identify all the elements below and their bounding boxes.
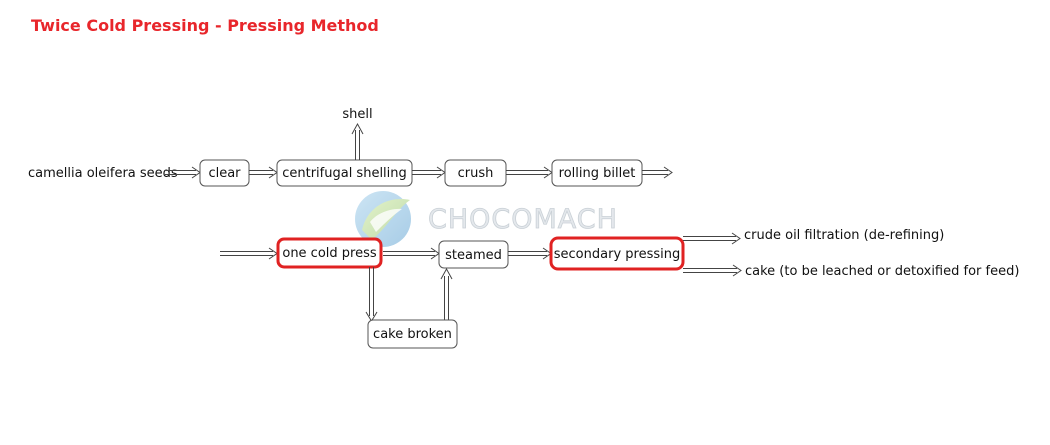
arrow-rolling-out [642,166,673,179]
step-cake-broken-label: cake broken [373,327,452,342]
step-rolling-billet: rolling billet [551,159,643,187]
arrow-to-shell [351,122,364,160]
cake-label: cake (to be leached or detoxified for fe… [745,264,1019,279]
diagram-title: Twice Cold Pressing - Pressing Method [31,16,379,35]
step-clear: clear [199,159,250,187]
arrow-clear-to-shelling [249,166,278,179]
watermark-text: CHOCOMACH [428,204,618,235]
arrow-to-cake [683,264,742,277]
arrow-crush-to-rolling [506,166,553,179]
arrow-into-cold-press [220,247,278,260]
step-one-cold-press: one cold press [276,237,383,269]
watermark-logo [355,191,411,247]
step-crush: crush [444,159,507,187]
arrow-cake-broken-to-steamed [440,267,453,320]
step-centrifugal-shelling-label: centrifugal shelling [282,166,407,181]
crude-oil-label: crude oil filtration (de-refining) [744,228,944,243]
step-clear-label: clear [208,166,241,181]
input-label: camellia oleifera seeds [28,166,178,181]
step-steamed-label: steamed [445,248,502,263]
step-secondary-pressing-label: secondary pressing [554,247,680,262]
step-rolling-billet-label: rolling billet [559,166,636,181]
arrow-to-crude-oil [683,232,741,245]
arrow-cold-press-to-cake-broken [365,267,378,322]
step-cake-broken: cake broken [367,319,458,349]
step-centrifugal-shelling: centrifugal shelling [276,159,413,187]
step-one-cold-press-label: one cold press [282,246,377,261]
arrow-cold-press-to-steamed [383,247,440,260]
step-secondary-pressing: secondary pressing [549,236,685,271]
step-steamed: steamed [438,240,509,269]
shell-label: shell [342,107,372,122]
arrow-steamed-to-secondary [508,247,552,260]
arrow-shelling-to-crush [412,166,446,179]
step-crush-label: crush [458,166,494,181]
